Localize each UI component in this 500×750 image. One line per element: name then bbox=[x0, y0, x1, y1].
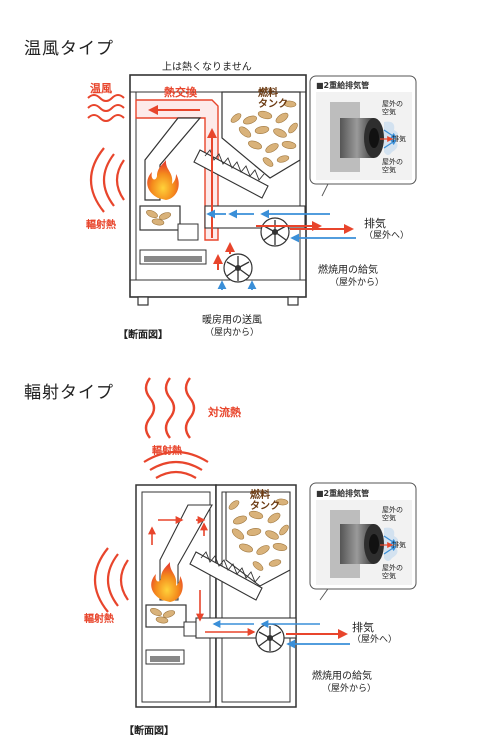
exhaust-outflow-arrows bbox=[286, 629, 350, 649]
fuel-pellets bbox=[230, 100, 298, 167]
pipe-detail-panel-top bbox=[309, 75, 417, 185]
stove-foot bbox=[287, 296, 299, 306]
panel-outdoor-air-label: 屋外の 空気 bbox=[382, 506, 403, 522]
stove-foot bbox=[137, 296, 149, 306]
exhaust-blower-fan bbox=[260, 217, 290, 247]
panel-exhaust-label: 排気 bbox=[392, 541, 406, 549]
panel-outdoor-air-label: 屋外の 空気 bbox=[382, 158, 403, 174]
exhaust-label: 排気 （屋外へ） bbox=[352, 621, 398, 646]
exhaust-blower-fan bbox=[255, 623, 285, 653]
pipe-panel-title: ■2重給排気管 bbox=[316, 81, 370, 90]
warm-air-waves bbox=[87, 94, 125, 122]
room-air-blower-fan bbox=[223, 253, 253, 283]
panel-outdoor-air-label: 屋外の 空気 bbox=[382, 564, 403, 580]
radiant-heat-waves bbox=[90, 147, 125, 213]
warm-air-stove-diagram bbox=[87, 74, 356, 306]
fuel-pellets bbox=[228, 498, 289, 571]
warm-air-label: 温風 bbox=[90, 82, 112, 95]
warm-air-type-title: 温風タイプ bbox=[24, 39, 114, 59]
combustion-intake-label: 燃焼用の給気 （屋外から） bbox=[312, 671, 377, 694]
convection-heat-waves bbox=[144, 377, 196, 439]
fuel-tank-label: 燃料 タンク bbox=[250, 490, 280, 512]
heat-exchange-label: 熱交換 bbox=[164, 86, 197, 99]
radiant-heat-waves-top bbox=[143, 451, 209, 479]
exhaust-label: 排気 （屋外へ） bbox=[364, 217, 410, 242]
radiant-stove-diagram bbox=[94, 377, 350, 708]
radiant-heat-side-label: 輻射熱 bbox=[84, 614, 114, 625]
flame-icon bbox=[151, 562, 183, 602]
combustion-intake-label: 燃焼用の給気 （屋外から） bbox=[318, 265, 385, 288]
pipe-detail-panel-bottom bbox=[309, 482, 417, 590]
section-view-label: 【断面図】 bbox=[118, 330, 168, 341]
panel-exhaust-label: 排気 bbox=[392, 135, 406, 143]
radiant-heat-label: 輻射熱 bbox=[86, 220, 116, 231]
pellet-auger bbox=[189, 551, 263, 601]
hot-air-flow-arrows bbox=[148, 516, 256, 636]
radiant-type-title: 輻射タイプ bbox=[24, 383, 114, 403]
top-note-label: 上は熱くなりません bbox=[162, 62, 252, 73]
panel-outdoor-air-label: 屋外の 空気 bbox=[382, 100, 403, 116]
exhaust-outflow-arrows bbox=[290, 224, 356, 243]
fuel-tank-label: 燃料 タンク bbox=[258, 88, 288, 110]
pipe-panel-title: ■2重給排気管 bbox=[316, 489, 370, 498]
radiant-heat-top-label: 輻射熱 bbox=[152, 446, 182, 457]
radiant-heat-waves-side bbox=[94, 547, 129, 613]
warm-air-flow-arrows bbox=[148, 105, 322, 270]
intake-air-arrows bbox=[206, 209, 330, 290]
convection-heat-label: 対流熱 bbox=[208, 406, 241, 419]
section-view-label: 【断面図】 bbox=[124, 726, 174, 737]
heating-air-label: 暖房用の送風 （屋内から） bbox=[202, 315, 262, 338]
flame-icon bbox=[147, 160, 179, 200]
